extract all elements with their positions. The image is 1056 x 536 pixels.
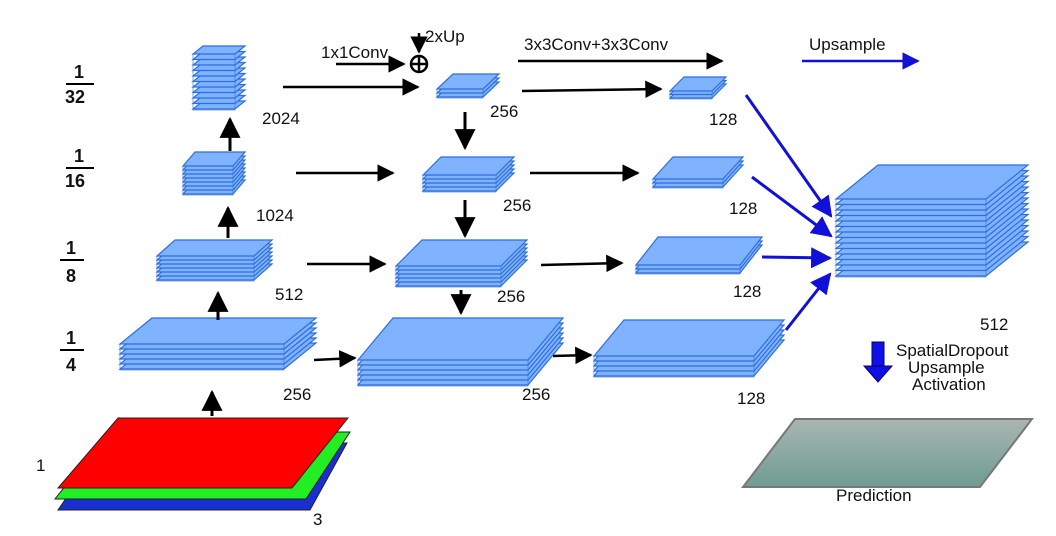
input-image: 1 3 xyxy=(36,417,351,529)
input-red-channel xyxy=(56,417,350,489)
prediction-output: Prediction xyxy=(740,418,1035,505)
scale-denominator: 8 xyxy=(66,266,76,286)
feature-stack-enc-1-8 xyxy=(155,239,274,282)
upsample-legend-label: Upsample xyxy=(809,35,886,54)
prediction-map xyxy=(740,418,1035,488)
encoder-channels-1-16: 1024 xyxy=(256,206,294,225)
post-op-activation: Activation xyxy=(912,375,986,394)
feature-stack-lat-1-8 xyxy=(394,239,529,288)
feature-sheet xyxy=(118,317,318,345)
up2x-label: 2xUp xyxy=(425,27,465,46)
post-op-spatial-dropout: SpatialDropout xyxy=(896,341,1009,360)
upsample-arrows xyxy=(744,94,833,331)
feature-stack-edge xyxy=(835,198,987,278)
feature-sheet xyxy=(592,319,786,357)
head-channels-1-32: 128 xyxy=(709,110,737,129)
scale-denominator: 4 xyxy=(66,355,76,375)
lateral-channels-1-16: 256 xyxy=(503,196,531,215)
feature-stack-edge xyxy=(156,255,255,282)
feature-stack-head-1-4 xyxy=(592,319,786,378)
lateral-arrows xyxy=(283,78,420,368)
arrow-lateral-1-4 xyxy=(313,350,357,368)
feature-stack-head-1-8 xyxy=(634,236,764,275)
down-arrow-icon xyxy=(862,341,894,383)
lateral-channels-1-4: 256 xyxy=(522,385,550,404)
scale-label-1-4: 1 4 xyxy=(60,328,84,375)
scale-label-1-8: 1 8 xyxy=(60,238,84,286)
input-channel-label: 3 xyxy=(313,510,322,529)
feature-stack-lat-1-32 xyxy=(435,73,501,99)
feature-stack-edge xyxy=(192,53,236,111)
feature-sheet xyxy=(191,45,247,55)
feature-stack-enc-1-4 xyxy=(118,317,318,371)
upsample-arrow-1-32 xyxy=(744,94,833,218)
post-op-upsample: Upsample xyxy=(908,358,985,377)
merge-annotation: 1x1Conv 2xUp xyxy=(321,27,465,74)
scale-numerator: 1 xyxy=(74,62,84,82)
arrow-conv-1-8 xyxy=(540,254,624,273)
upsample-arrow-1-8 xyxy=(761,247,833,269)
prediction-label: Prediction xyxy=(836,486,912,505)
conv3x3-legend-label: 3x3Conv+3x3Conv xyxy=(524,35,669,54)
lateral-channels-1-8: 256 xyxy=(497,287,525,306)
arrow-conv-1-4 xyxy=(552,346,593,365)
head-channels-1-4: 128 xyxy=(737,389,765,408)
encoder-channels-1-32: 2024 xyxy=(262,109,300,128)
feature-stack-edge xyxy=(119,343,285,371)
channel-labels: 2024 1024 512 256 256 256 256 256 128 12… xyxy=(256,102,1008,408)
upsample-arrow-1-16 xyxy=(751,175,833,238)
feature-stack-lat-1-16 xyxy=(421,156,516,193)
scale-numerator: 1 xyxy=(74,146,84,166)
scale-numerator: 1 xyxy=(66,328,76,348)
feature-stack-enc-1-16 xyxy=(181,151,247,196)
feature-stack-edge xyxy=(635,264,741,275)
conv3x3-arrows xyxy=(521,80,663,365)
scale-label-1-16: 1 16 xyxy=(65,146,94,191)
encoder-channels-1-8: 512 xyxy=(275,285,303,304)
conv1x1-label: 1x1Conv xyxy=(321,43,389,62)
feature-stack-edge xyxy=(436,88,484,99)
feature-stack-edge xyxy=(652,178,724,189)
feature-map-blocks xyxy=(118,45,1030,387)
feature-stack-enc-1-32 xyxy=(191,45,247,111)
upsample-arrow-1-4 xyxy=(784,272,832,331)
feature-stack-edge xyxy=(357,359,529,387)
encoder-arrows xyxy=(201,116,241,416)
feature-stack-lat-1-4 xyxy=(356,317,565,387)
feature-stack-head-1-32 xyxy=(668,76,728,100)
lateral-channels-1-32: 256 xyxy=(490,102,518,121)
scale-denominator: 32 xyxy=(65,87,85,107)
scale-denominator: 16 xyxy=(65,171,85,191)
arrow-conv-1-32 xyxy=(521,80,663,98)
topdown-arrows xyxy=(450,112,476,316)
feature-stack-edge xyxy=(593,355,755,378)
feature-stack-fused xyxy=(834,164,1030,278)
legend: 3x3Conv+3x3Conv Upsample xyxy=(518,35,920,70)
feature-stack-edge xyxy=(422,174,497,193)
feature-stack-edge xyxy=(395,265,502,288)
elementwise-sum-icon xyxy=(409,54,429,74)
fused-channels: 512 xyxy=(980,315,1008,334)
feature-stack-head-1-16 xyxy=(651,156,745,189)
feature-stack-edge xyxy=(182,165,234,196)
head-channels-1-16: 128 xyxy=(729,199,757,218)
post-processing: SpatialDropout Upsample Activation xyxy=(862,341,1009,394)
feature-sheet xyxy=(634,236,764,266)
encoder-channels-1-4: 256 xyxy=(283,385,311,404)
scale-label-1-32: 1 32 xyxy=(65,62,94,107)
input-size-label: 1 xyxy=(36,456,45,475)
feature-stack-edge xyxy=(669,90,713,100)
scale-numerator: 1 xyxy=(66,238,76,258)
feature-sheet xyxy=(155,239,274,257)
feature-sheet xyxy=(356,317,565,361)
head-channels-1-8: 128 xyxy=(733,282,761,301)
